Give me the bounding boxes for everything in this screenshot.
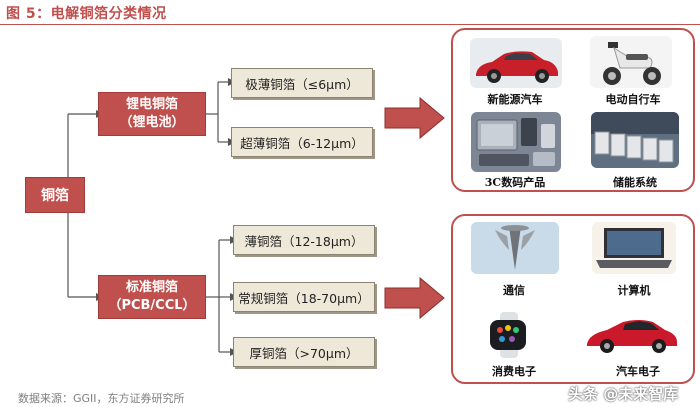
leaf-thin-foil: 薄铜箔（12-18μm）: [233, 225, 375, 255]
source-note: 数据来源：GGII，东方证券研究所: [18, 392, 185, 405]
leaf-extreme-thin-foil: 极薄铜箔（≤6μm）: [231, 68, 373, 98]
digital-devices-image: [471, 112, 561, 172]
leaf-ultra-thin-foil: 超薄铜箔（6-12μm）: [231, 127, 373, 157]
arrow-right-icon: [384, 96, 445, 140]
root-label: 铜箔: [41, 188, 69, 204]
title-divider: [0, 24, 700, 25]
app-caption: 通信: [503, 284, 525, 297]
watermark: 头条 @未来智库: [568, 385, 679, 403]
app-caption: 储能系统: [613, 176, 657, 189]
leaf-thick-foil: 厚铜箔（>70μm）: [233, 337, 375, 367]
laptop-image: [592, 222, 676, 274]
branch-standard-copper-foil: 标准铜箔 （PCB/CCL）: [98, 275, 206, 319]
leaf-regular-foil: 常规铜箔（18-70μm）: [233, 282, 375, 312]
root-node: 铜箔: [25, 177, 85, 213]
electric-scooter-image: [590, 36, 672, 88]
energy-storage-image: [591, 112, 679, 168]
app-caption: 消费电子: [492, 365, 536, 378]
branch-label: 标准铜箔: [125, 280, 178, 295]
smartwatch-image: [476, 312, 542, 358]
branch-sublabel: （锂电池）: [119, 115, 185, 130]
auto-electronics-image: [583, 308, 681, 360]
figure-title: 图 5：电解铜箔分类情况: [6, 6, 167, 22]
branch-label: 锂电铜箔: [125, 97, 178, 112]
app-caption: 3C数码产品: [484, 176, 546, 189]
arrow-right-icon: [384, 276, 445, 320]
app-caption: 计算机: [617, 284, 651, 297]
branch-lithium-copper-foil: 锂电铜箔 （锂电池）: [98, 92, 206, 136]
app-caption: 新能源汽车: [487, 93, 543, 106]
app-caption: 电动自行车: [605, 93, 661, 106]
telecom-image: [471, 222, 559, 274]
branch-sublabel: （PCB/CCL）: [108, 298, 196, 313]
electric-car-image: [470, 38, 562, 88]
app-caption: 汽车电子: [616, 365, 660, 378]
